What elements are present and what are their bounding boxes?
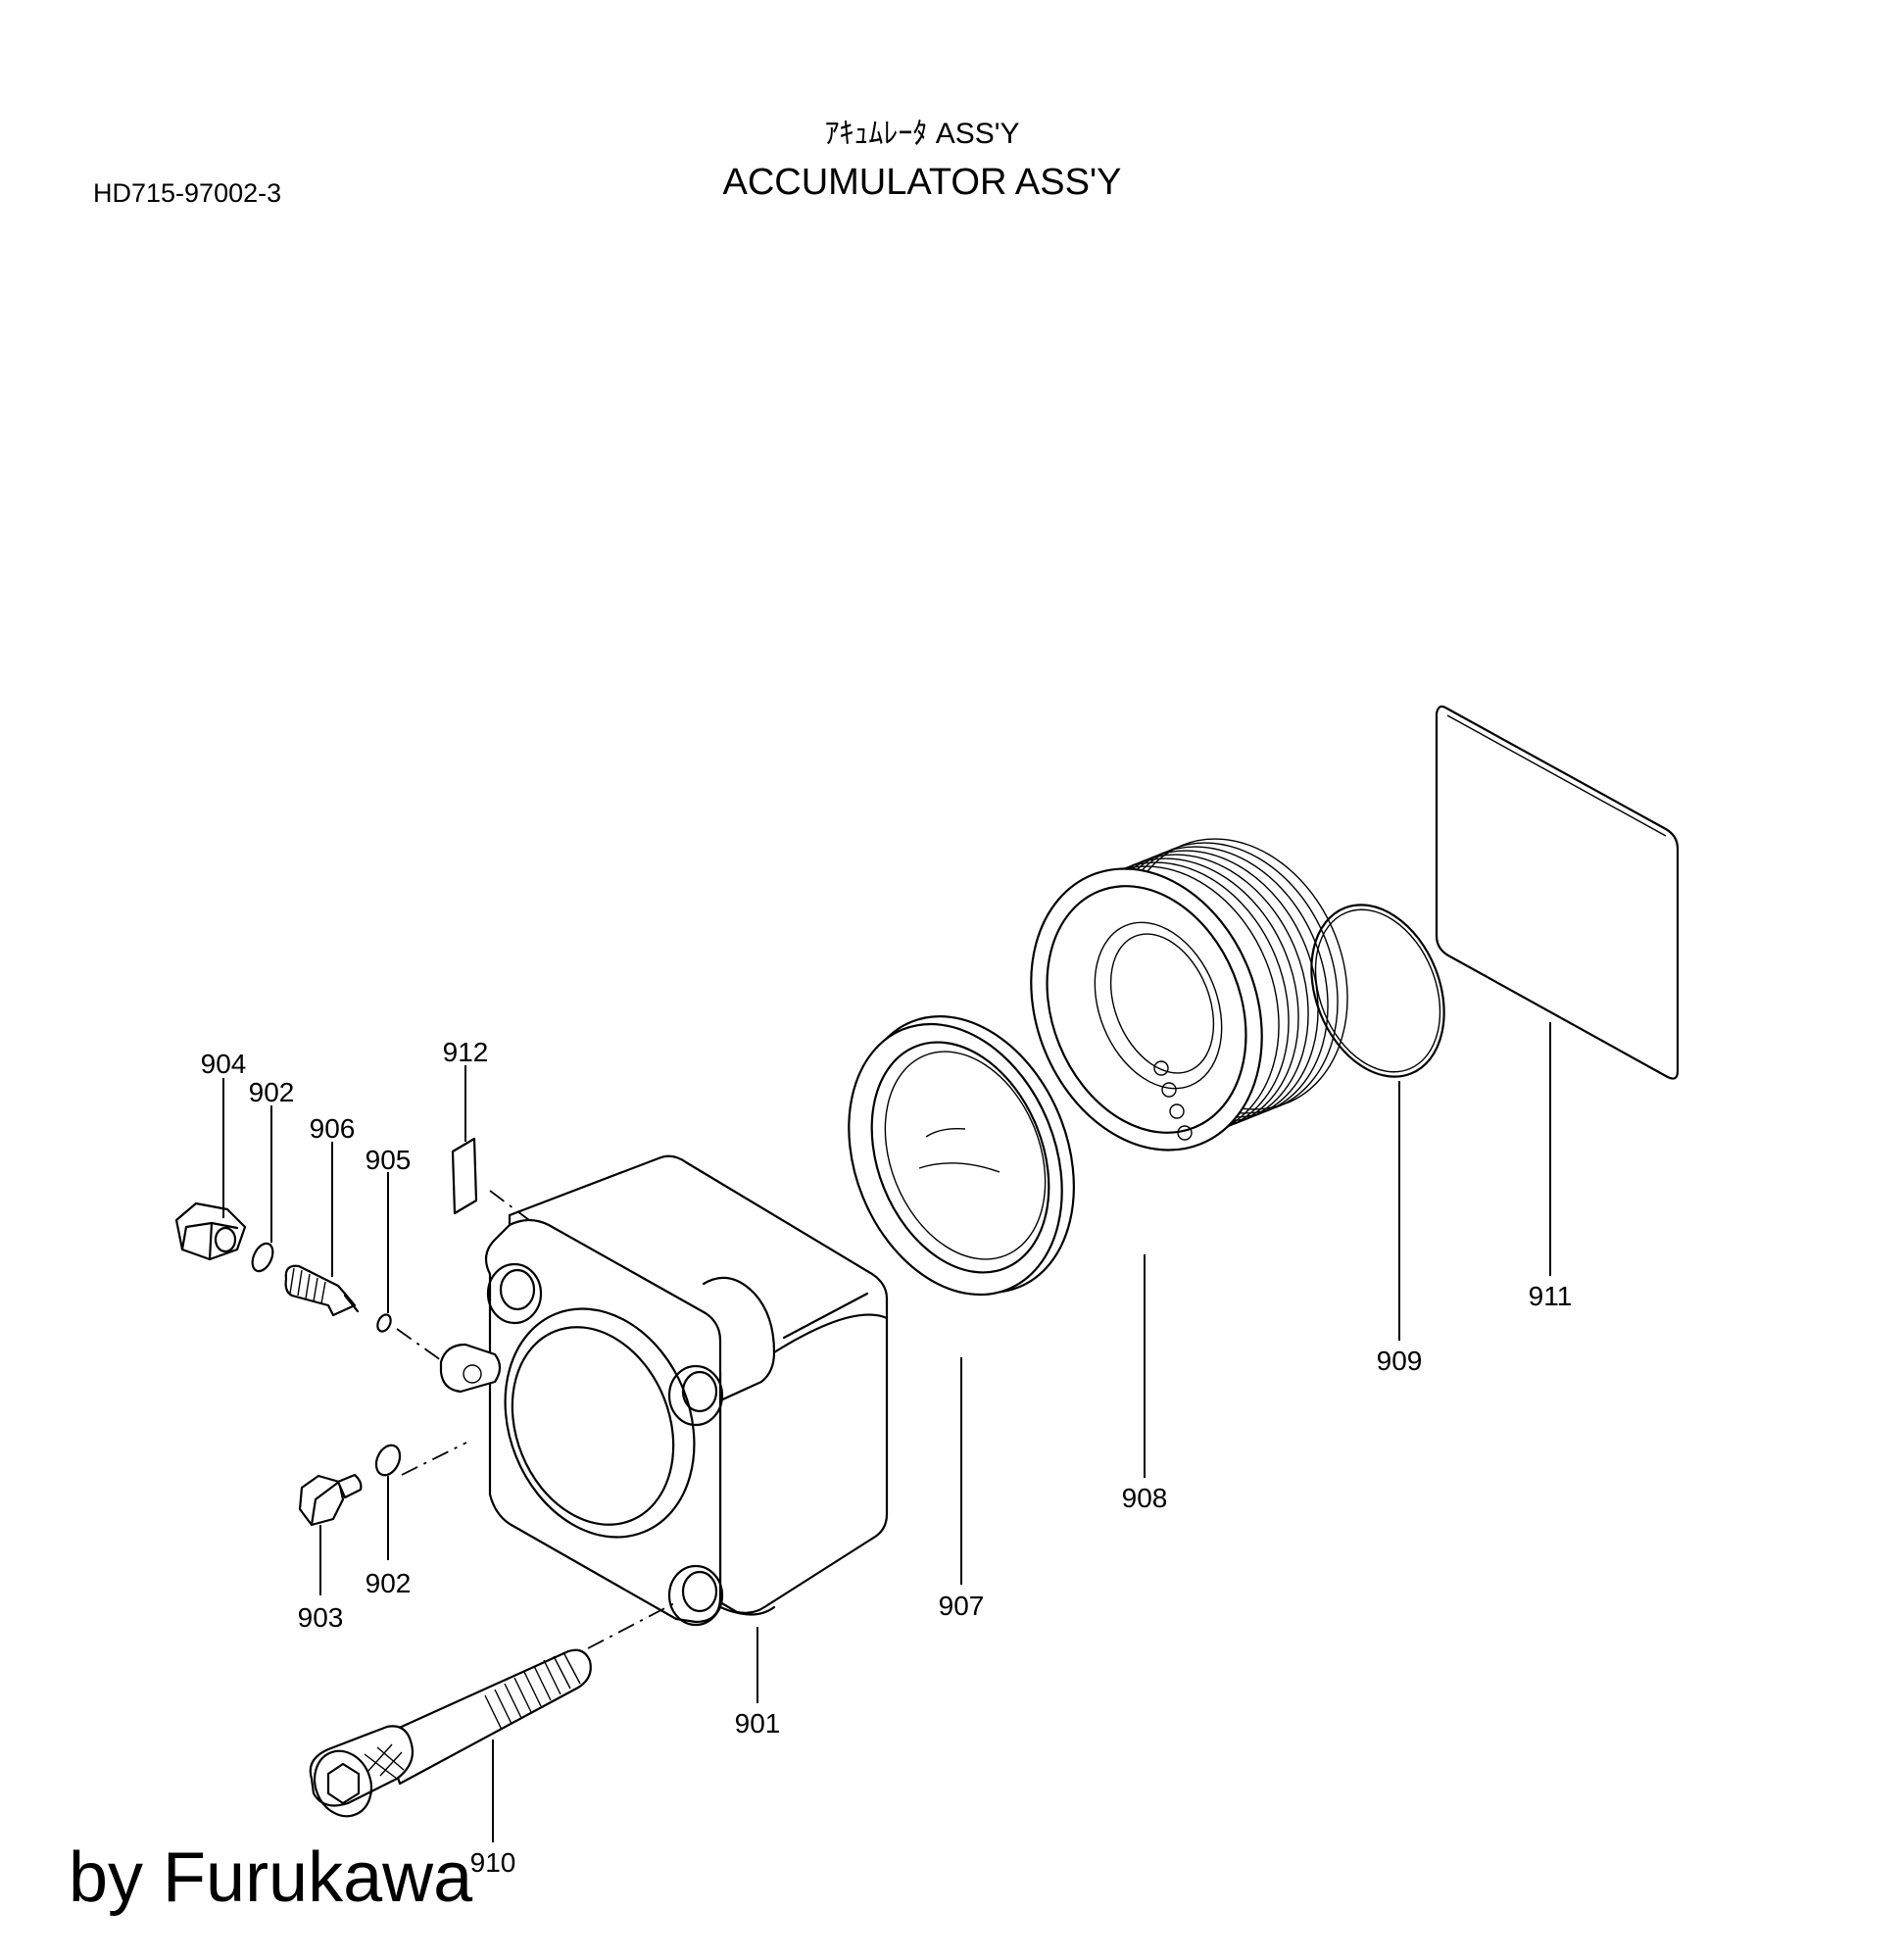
callout-906: 906 [310, 1113, 356, 1144]
part-910-cap-screw [309, 1648, 592, 1818]
part-903-plug [298, 1473, 363, 1527]
callout-909: 909 [1377, 1346, 1423, 1376]
callout-911: 911 [1529, 1281, 1573, 1311]
watermark-credit: by Furukawa [69, 1838, 473, 1917]
part-callouts: 911 909 908 907 901 910 904 902 906 905 … [201, 1037, 1573, 1878]
assembly-center-lines [396, 1190, 677, 1649]
callout-912: 912 [443, 1037, 489, 1067]
part-909-o-ring [1310, 904, 1445, 1078]
part-907-ring [848, 1015, 1075, 1297]
title-english: ACCUMULATOR ASS'Y [722, 162, 1121, 203]
callout-904: 904 [201, 1049, 247, 1079]
callout-910: 910 [470, 1847, 516, 1878]
leader-lines [222, 1022, 1551, 1842]
part-901-body [439, 1154, 889, 1627]
callout-901: 901 [735, 1708, 781, 1739]
part-912-nameplate [451, 1137, 478, 1215]
callout-902-upper: 902 [249, 1077, 295, 1107]
drawing-code: HD715-97002-3 [93, 178, 281, 208]
part-902-o-ring-lower [374, 1444, 402, 1477]
part-902-o-ring-upper [251, 1242, 274, 1273]
callout-903: 903 [298, 1602, 344, 1633]
callout-908: 908 [1122, 1483, 1168, 1513]
callout-907: 907 [939, 1591, 985, 1621]
callout-902-lower: 902 [366, 1568, 412, 1598]
part-908-cylinder [1030, 838, 1348, 1152]
part-904-nut [174, 1201, 247, 1261]
callout-905: 905 [366, 1145, 412, 1175]
part-905-small-o-ring [376, 1313, 392, 1333]
title-japanese: ｱｷｭﾑﾚｰﾀ ASS'Y [824, 118, 1019, 150]
part-911-gasket [1435, 705, 1680, 1080]
part-906-needle [284, 1264, 360, 1317]
